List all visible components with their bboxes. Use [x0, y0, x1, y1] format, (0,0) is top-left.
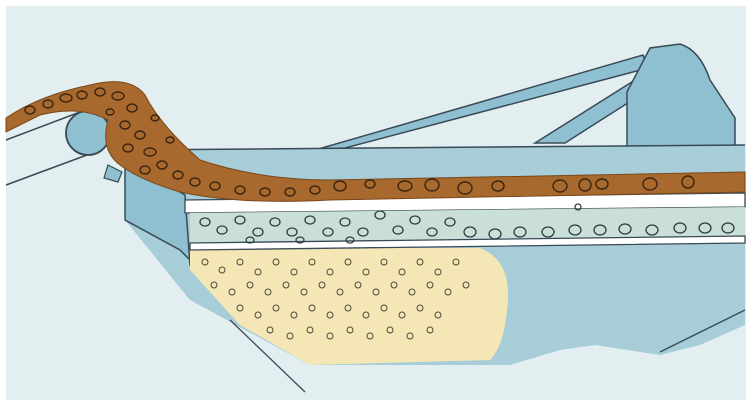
screen-diagram-stage: [0, 0, 751, 406]
vibrating-screen-diagram: [0, 0, 751, 406]
